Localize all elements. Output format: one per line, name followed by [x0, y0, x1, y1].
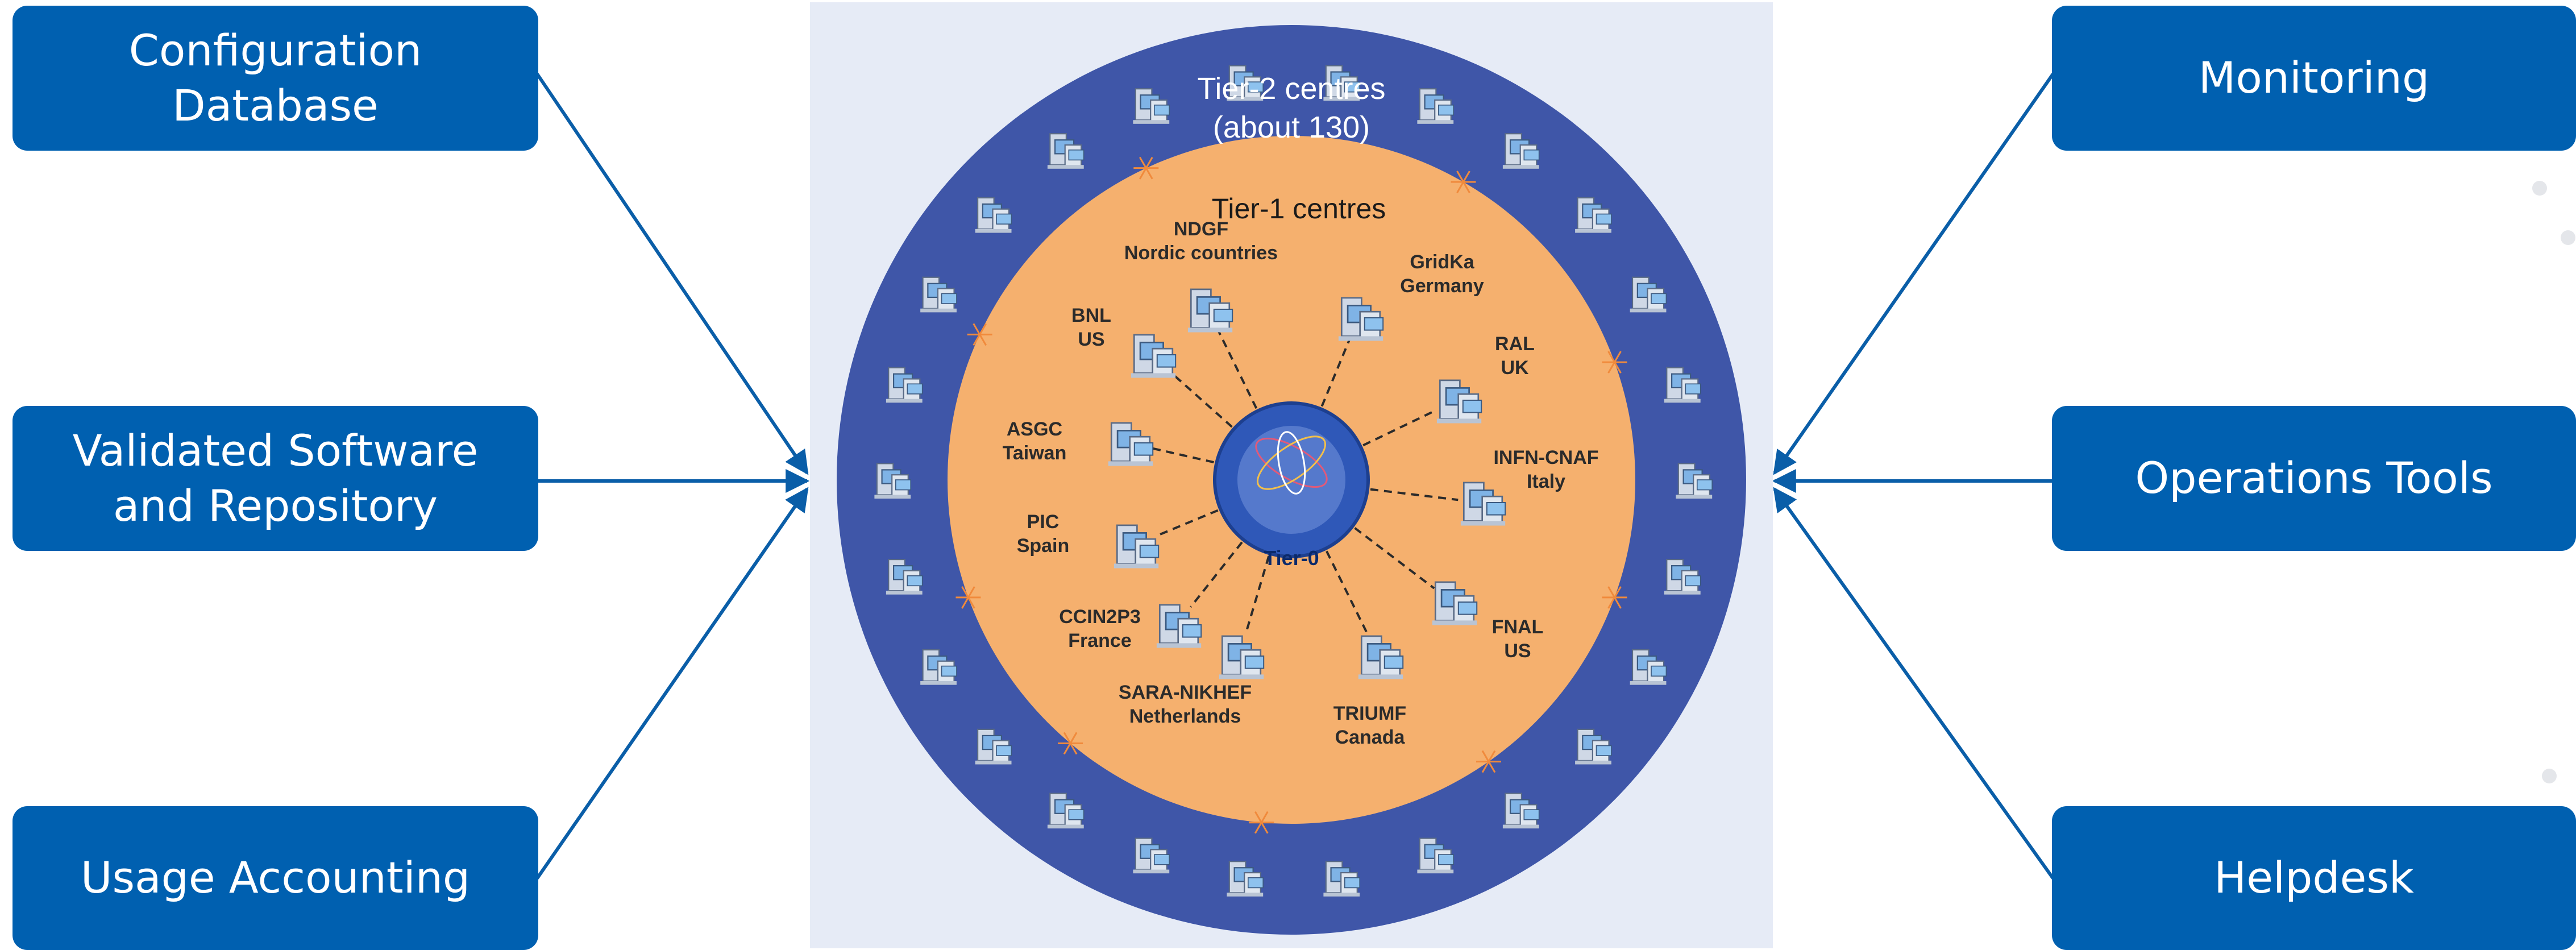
tier2-computer-icon	[1227, 861, 1264, 897]
star-marker	[1602, 351, 1627, 374]
site-label-triumf: TRIUMF	[1333, 703, 1406, 724]
star-marker	[1058, 732, 1083, 755]
tier2-computer-icon	[1575, 728, 1612, 765]
site-label-sara-nikhef: SARA-NIKHEF	[1119, 682, 1252, 703]
site-label-fnal: FNAL	[1492, 616, 1544, 638]
tier1-spokes	[1150, 329, 1459, 637]
site-place-gridka: Germany	[1400, 275, 1484, 297]
decorative-dot	[2561, 230, 2575, 245]
helpdesk-box: Helpdesk	[2052, 806, 2576, 950]
tier2-computer-icon	[975, 728, 1012, 765]
star-marker	[1476, 750, 1502, 773]
decorative-dot	[2542, 769, 2557, 783]
star-marker	[967, 323, 992, 346]
star-marker	[1451, 171, 1476, 193]
tier1-computer-icon	[1219, 635, 1265, 679]
tier2-computer-icon	[975, 197, 1012, 233]
tier2-title: Tier-2 centres	[1197, 72, 1385, 106]
ring-star-markers	[955, 156, 1627, 834]
arrow-accounting-to-center	[535, 487, 809, 880]
tier2-computer-icon	[1323, 861, 1361, 897]
tier1-computer-icon	[1358, 635, 1404, 679]
tier2-computer-icon	[1417, 837, 1455, 874]
site-label-ccin2p3: CCIN2P3	[1059, 606, 1141, 628]
tier2-computer-icon	[1502, 133, 1540, 169]
site-place-sara-nikhef: Netherlands	[1129, 706, 1241, 727]
tier1-computer-icon	[1460, 482, 1506, 526]
tier2-computer-icon	[1417, 88, 1455, 124]
site-place-fnal: US	[1504, 640, 1531, 662]
tier2-computer-icon	[1502, 793, 1540, 829]
tier2-computer-icon	[920, 276, 957, 313]
tier2-computer-icon	[1664, 559, 1701, 595]
tier2-computer-icon	[1630, 276, 1667, 313]
site-place-ndgf: Nordic countries	[1124, 242, 1278, 264]
tier1-computer-icon	[1338, 297, 1384, 341]
tier2-computer-icon	[1630, 649, 1667, 685]
site-label-infn-cnaf: INFN-CNAF	[1493, 447, 1598, 468]
tier2-computer-icon	[920, 649, 957, 685]
site-place-ccin2p3: France	[1068, 630, 1132, 652]
operations-tools-box: Operations Tools	[2052, 406, 2576, 551]
tier2-computer-icon	[886, 367, 923, 403]
site-place-ral: UK	[1501, 357, 1529, 379]
tier1-site-icons	[1108, 288, 1506, 679]
tier2-computer-icon	[1133, 88, 1170, 124]
site-place-asgc: Taiwan	[1003, 442, 1067, 464]
tier2-computer-icon	[1133, 837, 1170, 874]
tier1-computer-icon	[1114, 524, 1160, 569]
validated-software-box: Validated Software and Repository	[13, 406, 538, 551]
site-label-gridka: GridKa	[1410, 251, 1474, 273]
tier1-computer-icon	[1156, 604, 1202, 648]
usage-accounting-box: Usage Accounting	[13, 806, 538, 950]
tier2-computer-icon	[1047, 793, 1085, 829]
decorative-dot	[2532, 181, 2547, 196]
site-label-asgc: ASGC	[1007, 418, 1062, 440]
star-marker	[955, 586, 981, 609]
arrow-helpdesk-to-center	[1773, 487, 2055, 880]
tier2-computer-icon	[1575, 197, 1612, 233]
particle-tracks-icon	[1255, 431, 1328, 495]
star-marker	[1249, 811, 1274, 834]
wlcg-tier-diagram: Tier-2 centres (about 130) Tier-1 centre…	[837, 25, 1746, 935]
tier2-computer-icon	[1227, 65, 1264, 101]
star-marker	[1602, 586, 1627, 609]
site-place-pic: Spain	[1017, 535, 1070, 557]
configuration-database-box: Configuration Database	[13, 6, 538, 151]
tier2-subtitle: (about 130)	[1213, 110, 1370, 144]
tier1-computer-icon	[1187, 288, 1233, 333]
arrow-configuration-to-center	[535, 73, 809, 475]
tier2-computer-icon	[1047, 133, 1085, 169]
site-label-pic: PIC	[1027, 511, 1060, 533]
arrow-monitoring-to-center	[1773, 73, 2055, 475]
tier2-computer-icon	[886, 559, 923, 595]
tier2-computer-icon	[874, 463, 912, 499]
tier0-label: Tier-0	[1264, 546, 1319, 570]
tier1-computer-icon	[1436, 379, 1482, 424]
tier2-computer-icon	[1664, 367, 1701, 403]
monitoring-box: Monitoring	[2052, 6, 2576, 151]
star-marker	[1133, 156, 1159, 180]
tier2-site-icons	[874, 65, 1713, 897]
tier1-computer-icon	[1131, 334, 1177, 378]
site-label-ral: RAL	[1495, 333, 1535, 355]
tier2-computer-icon	[1323, 65, 1361, 101]
site-label-ndgf: NDGF	[1174, 218, 1228, 240]
tier1-title: Tier-1 centres	[1212, 193, 1386, 225]
tier1-computer-icon	[1432, 581, 1478, 625]
site-label-bnl: BNL	[1071, 305, 1111, 326]
site-place-infn-cnaf: Italy	[1527, 471, 1565, 492]
tier1-computer-icon	[1108, 422, 1154, 466]
site-place-triumf: Canada	[1335, 727, 1406, 748]
tier2-computer-icon	[1676, 463, 1713, 499]
site-place-bnl: US	[1078, 329, 1104, 350]
